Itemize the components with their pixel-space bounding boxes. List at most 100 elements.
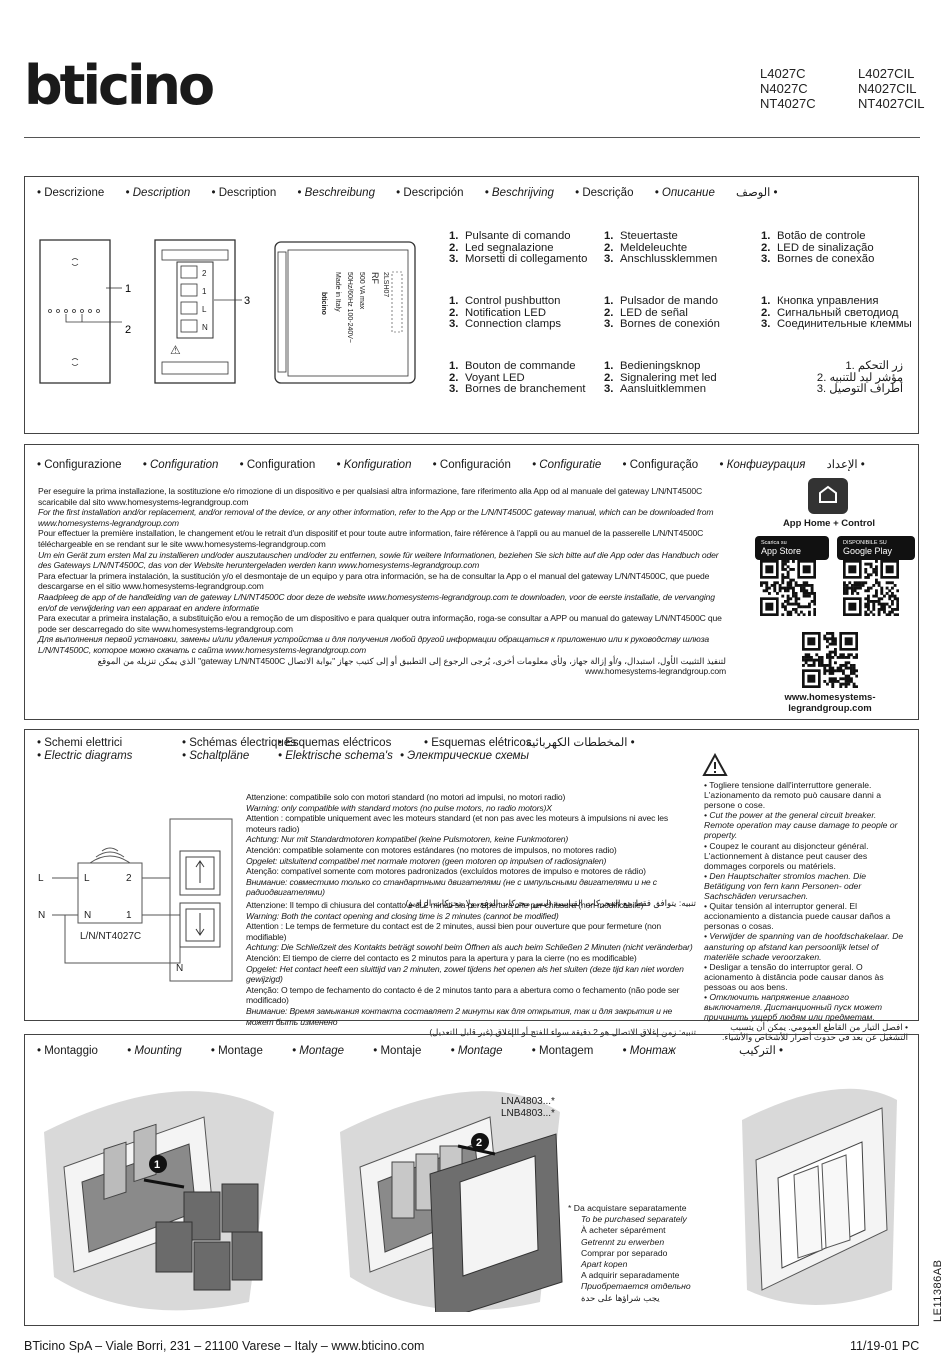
warnings: • Togliere tensione dall'interruttore ge… (704, 780, 908, 1042)
description-section (24, 176, 919, 434)
document-code: LE11386AB (932, 1259, 944, 1322)
term-l: L (84, 873, 90, 884)
terminal-l: L (202, 305, 207, 314)
mounting-step-1: 1 (44, 1091, 274, 1311)
qr-code-googleplay (843, 560, 899, 616)
paragraph-it: Per eseguire la prima installazione, la … (38, 486, 703, 507)
warning-text: • افصل التيار من القاطع العمومي. يمكن أن… (721, 1022, 908, 1043)
note-line: تنبيه: زمن إغلاق الاتصال هو 2 دقيقة سواء… (429, 1027, 696, 1038)
code: NT4027CIL (858, 96, 925, 111)
list-ar: زر التحكم .1 مؤشر ليد للتنبيه .2 أطراف ا… (816, 360, 903, 396)
step-1-number: 1 (154, 1159, 160, 1171)
lang-es: • Esquemas eléctricos (278, 737, 392, 749)
lang-es: • Descripción (396, 187, 464, 199)
code: N4027C (760, 81, 808, 96)
list-item: Notification LED (465, 306, 546, 319)
list-it: 1.Pulsante di comando 2.Led segnalazione… (449, 230, 588, 266)
google-play-badge[interactable]: DISPONIBILE SU Google Play (837, 536, 915, 560)
lang-nl: • Elektrische schema's (278, 750, 393, 762)
note-line: Attention : Le temps de fermeture du con… (246, 921, 662, 942)
term-n: N (84, 910, 91, 921)
svg-text:⚠: ⚠ (170, 343, 181, 357)
note-line: Achtung: Die Schließzeit des Kontakts be… (246, 942, 693, 953)
lang-en: • Electric diagrams (37, 750, 133, 762)
list-pt: 1.Botão de controle 2.LED de sinalização… (761, 230, 875, 266)
list-item: Bedieningsknop (620, 360, 701, 372)
lang-it: • Configurazione (37, 459, 122, 471)
warning-text: • Togliere tensione dall'interruttore ge… (704, 780, 881, 811)
app-icon (808, 478, 848, 514)
list-item: Morsetti di collegamento (465, 253, 588, 266)
note-line: Внимание: совместимо только со стандартн… (246, 876, 657, 898)
list-item: Pulsante di comando (465, 230, 571, 242)
lang-de: • Schaltpläne (182, 750, 250, 762)
step-2-number: 2 (476, 1137, 482, 1149)
configuration-langs: • Configurazione • Configuration • Confi… (37, 457, 883, 471)
lang-ru: • Электрические схемы (400, 750, 529, 762)
wire-l: L (38, 873, 44, 884)
list-item: Bornes de conexión (620, 318, 720, 331)
list-fr: 1.Bouton de commande 2.Voyant LED 3.Born… (449, 360, 586, 396)
plate-code: LNB4803...* (501, 1108, 555, 1119)
list-item: Bornes de branchement (465, 383, 586, 396)
lang-ru: • Монтаж (622, 1045, 676, 1057)
website-url[interactable]: www.homesystems-legrandgroup.com (784, 692, 876, 714)
list-item: مؤشر ليد للتنبيه (829, 371, 903, 384)
list-item: Anschlussklemmen (620, 253, 718, 266)
list-item: Aansluitklemmen (620, 383, 707, 396)
app-store-badge[interactable]: Scarica su App Store (755, 536, 829, 560)
note-line: Opgelet: Het contact heeft een sluittijd… (246, 963, 684, 985)
warning-text: • Desligar a tensão do interruptor geral… (704, 961, 884, 992)
code: L4027C (760, 66, 806, 81)
list-es: 1.Pulsador de mando 2.LED de señal 3.Bor… (604, 295, 720, 331)
lang-ru: • Описание (654, 187, 715, 199)
plate-code: LNA4803...* (501, 1096, 555, 1107)
lang-en: • Description (125, 187, 191, 199)
list-ru: 1.Кнопка управления 2.Сигнальный светоди… (761, 295, 912, 331)
lang-pt: • Descrição (575, 187, 634, 199)
note: Приобретается отдельно (581, 1281, 691, 1292)
lang-fr: • Schémas électriques (182, 737, 296, 749)
warning-icon (702, 753, 728, 776)
wiring-diagram: L N L N 2 1 L/N/NT4027C N (38, 818, 233, 982)
product-codes-right: L4027CIL N4027CIL NT4027CIL (858, 66, 924, 111)
list-item: Meldeleuchte (620, 241, 688, 254)
lang-ru: • Конфигурация (719, 459, 806, 471)
lang-ar: التركيب • (739, 1045, 784, 1057)
side-brand: bticino (320, 292, 327, 315)
paragraph-en: For the first installation and/or replac… (38, 507, 714, 528)
qr-code-website (802, 632, 858, 688)
terminal-1: 1 (202, 287, 207, 296)
note-line: Atención: compatible solamente con motor… (246, 844, 617, 855)
lang-pt: • Configuração (622, 459, 699, 471)
list-item: زر التحكم (857, 360, 903, 372)
lang-de: • Beschreibung (297, 187, 375, 199)
lang-it: • Schemi elettrici (37, 737, 123, 749)
note-line: Atenção: O tempo de fechamento do contac… (246, 984, 680, 1006)
note: * Da acquistare separatamente (568, 1203, 687, 1213)
list-item: LED de señal (620, 306, 688, 319)
list-item: Control pushbutton (465, 295, 561, 307)
note: To be purchased separately (581, 1214, 687, 1225)
paragraph-pt: Para executar a primeira instalação, a s… (38, 613, 722, 634)
lang-it: • Descrizione (37, 187, 105, 199)
lang-nl: • Montage (450, 1045, 503, 1057)
mounting-finished (742, 1088, 897, 1305)
note-line: Atención: El tiempo de cierre del contac… (246, 952, 637, 963)
list-item: Кнопка управления (777, 295, 879, 307)
paragraph-de: Um ein Gerät zum ersten Mal zu installie… (38, 549, 719, 571)
side-model: 2LSH07 (382, 272, 389, 297)
side-spec: 50Hz/60Hz 100-240V~ (346, 272, 353, 343)
configuration-section (24, 444, 919, 720)
paragraph-nl: Raadpleeg de app of de handleiding van d… (38, 591, 715, 613)
lang-es: • Configuración (432, 459, 511, 471)
list-en: 1.Control pushbutton 2.Notification LED … (449, 295, 562, 331)
mounting-section (24, 1034, 919, 1326)
mounting-step-2: 2 (340, 1091, 563, 1312)
list-item: Steuertaste (620, 230, 678, 242)
note: Apart kopen (581, 1259, 628, 1270)
lang-ar: المخططات الكهربائية • (526, 737, 635, 749)
note-line: Warning: Both the contact opening and cl… (246, 910, 559, 921)
note: À acheter séparément (581, 1225, 666, 1236)
list-item: أطراف التوصيل (829, 383, 903, 396)
